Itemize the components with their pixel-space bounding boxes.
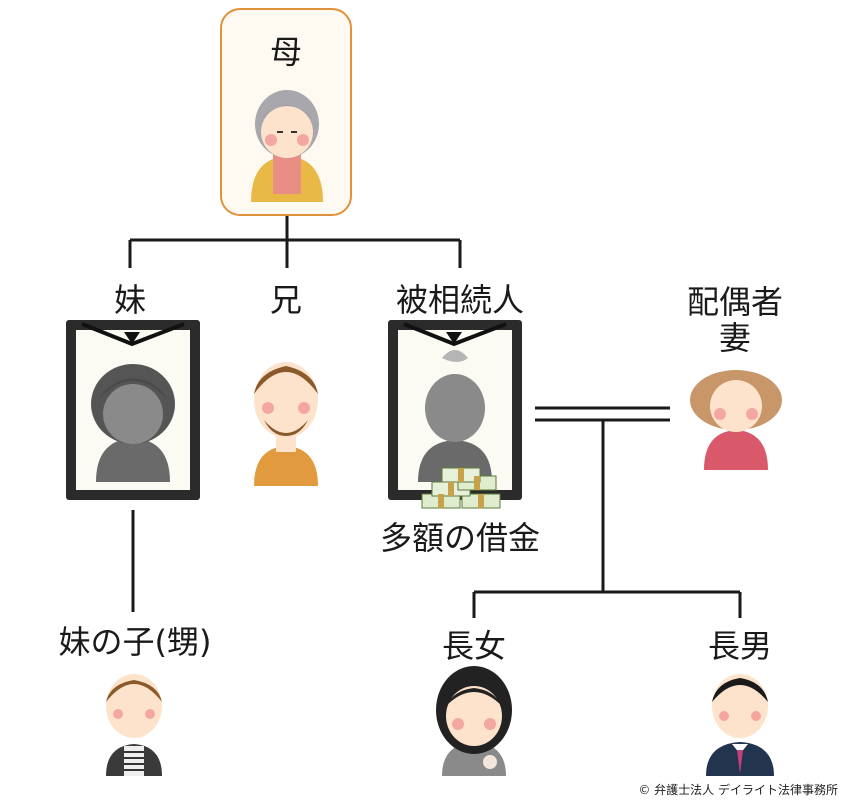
spouse-role-label: 配偶者 <box>686 283 783 321</box>
nephew-figure <box>106 674 162 776</box>
brother-label: 兄 <box>269 281 302 319</box>
copyright-credit: © 弁護士法人 デイライト法律事務所 <box>638 783 838 797</box>
deceased-figure <box>403 322 507 482</box>
brother-figure <box>254 362 318 486</box>
eldest-daughter-label: 長女 <box>441 627 506 665</box>
eldest-son-figure <box>706 674 774 776</box>
sister-figure <box>81 322 185 482</box>
money-stack-icon <box>421 467 501 509</box>
spouse-figure <box>690 370 782 470</box>
sister-label: 妹 <box>113 281 146 319</box>
nephew-label: 妹の子(甥) <box>58 623 212 661</box>
debt-label: 多額の借金 <box>379 519 540 557</box>
eldest-son-label: 長男 <box>707 627 772 665</box>
spouse-label: 妻 <box>718 319 751 357</box>
mother-label: 母 <box>269 33 302 71</box>
mother-figure <box>251 90 323 202</box>
eldest-daughter-figure <box>436 666 512 776</box>
deceased-label: 被相続人 <box>395 281 524 319</box>
